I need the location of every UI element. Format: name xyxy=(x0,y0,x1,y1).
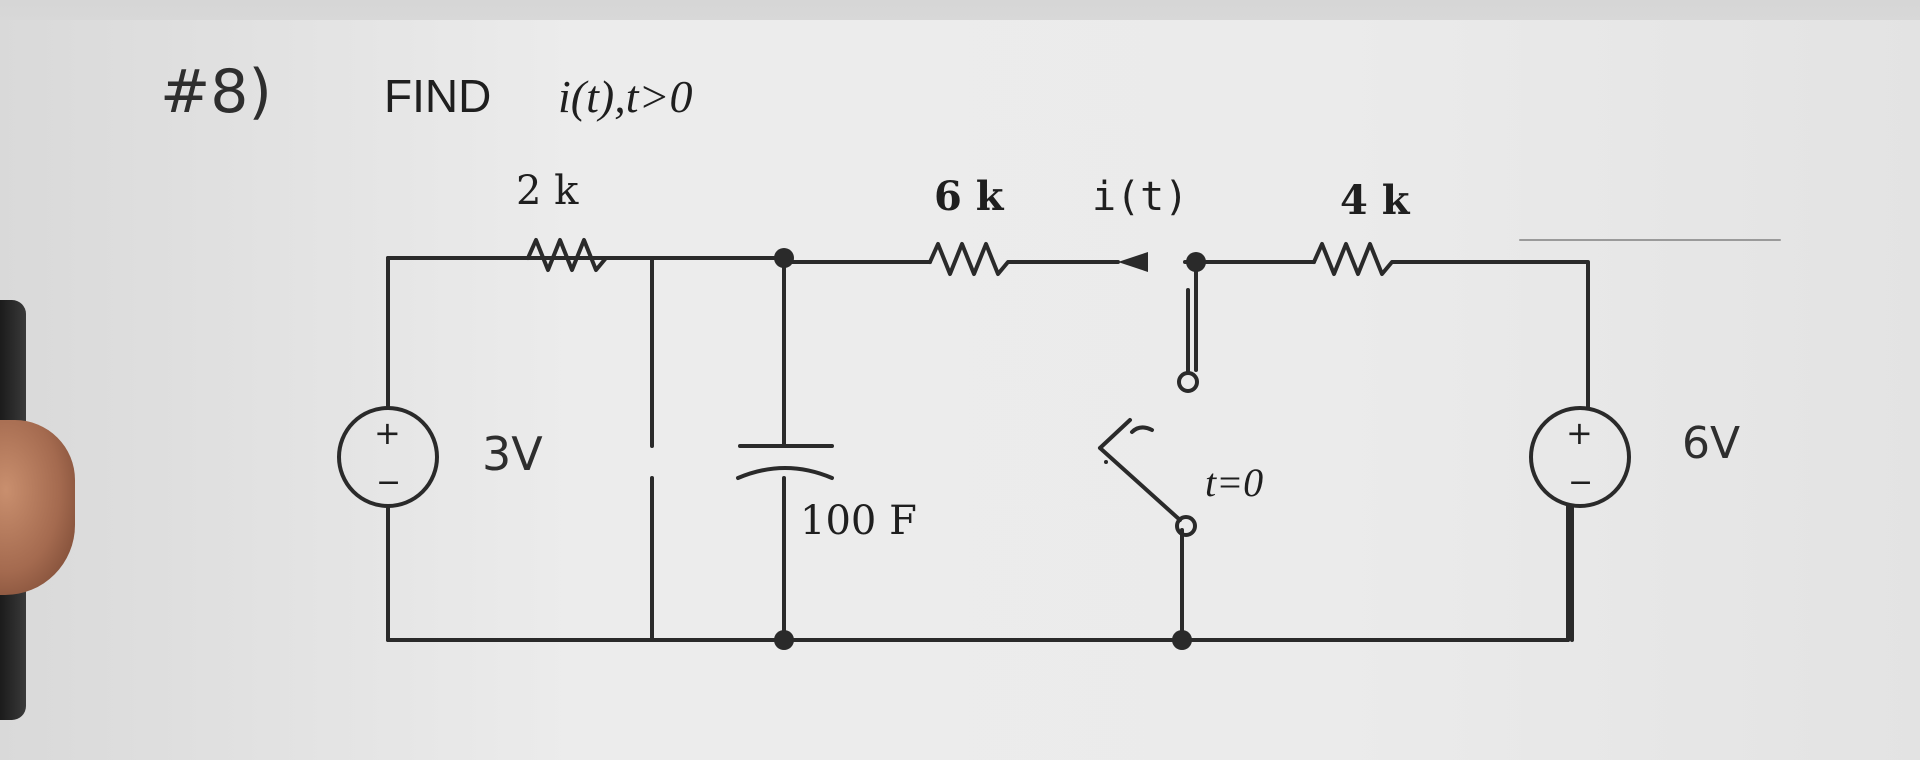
find-label: FIND xyxy=(384,70,491,122)
switch-contact-bottom xyxy=(1175,515,1197,537)
current-arrow-icon xyxy=(1118,252,1148,272)
paper-sheet xyxy=(0,20,1920,760)
wire-right-upper xyxy=(1446,260,1590,410)
capacitor-plate-bottom xyxy=(736,466,834,480)
plus-sign-left: + xyxy=(374,414,401,452)
node-switch-bottom xyxy=(1172,630,1192,650)
plus-sign-right: + xyxy=(1566,414,1593,452)
resistor-2k xyxy=(526,238,658,272)
label-source-right: 6V xyxy=(1682,418,1740,469)
wire-middle-node xyxy=(650,256,792,448)
switch-blade xyxy=(1098,446,1182,522)
minus-sign-left: − xyxy=(376,465,401,500)
voltage-source-left xyxy=(337,406,439,508)
label-source-left: 3V xyxy=(482,427,543,481)
label-capacitor: 100 F xyxy=(800,498,917,544)
label-r3: 4 k xyxy=(1340,177,1411,224)
label-current: i(t) xyxy=(1092,174,1188,220)
find-expression: i(t),t>0 xyxy=(558,71,693,122)
switch-contact-top xyxy=(1177,371,1199,393)
label-r2: 6 k xyxy=(934,173,1005,220)
switch-arc xyxy=(1130,425,1154,434)
node-middle-bottom xyxy=(774,630,794,650)
voltage-source-right xyxy=(1529,406,1631,508)
resistor-4k xyxy=(1312,242,1462,276)
node-middle-top xyxy=(774,248,794,268)
minus-sign-right: − xyxy=(1568,465,1593,500)
node-switch-top xyxy=(1186,252,1206,272)
resistor-6k xyxy=(928,242,1082,276)
label-r1: 2 k xyxy=(516,168,579,214)
problem-number: #8) xyxy=(160,57,272,127)
label-switch: t=0 xyxy=(1205,460,1263,505)
